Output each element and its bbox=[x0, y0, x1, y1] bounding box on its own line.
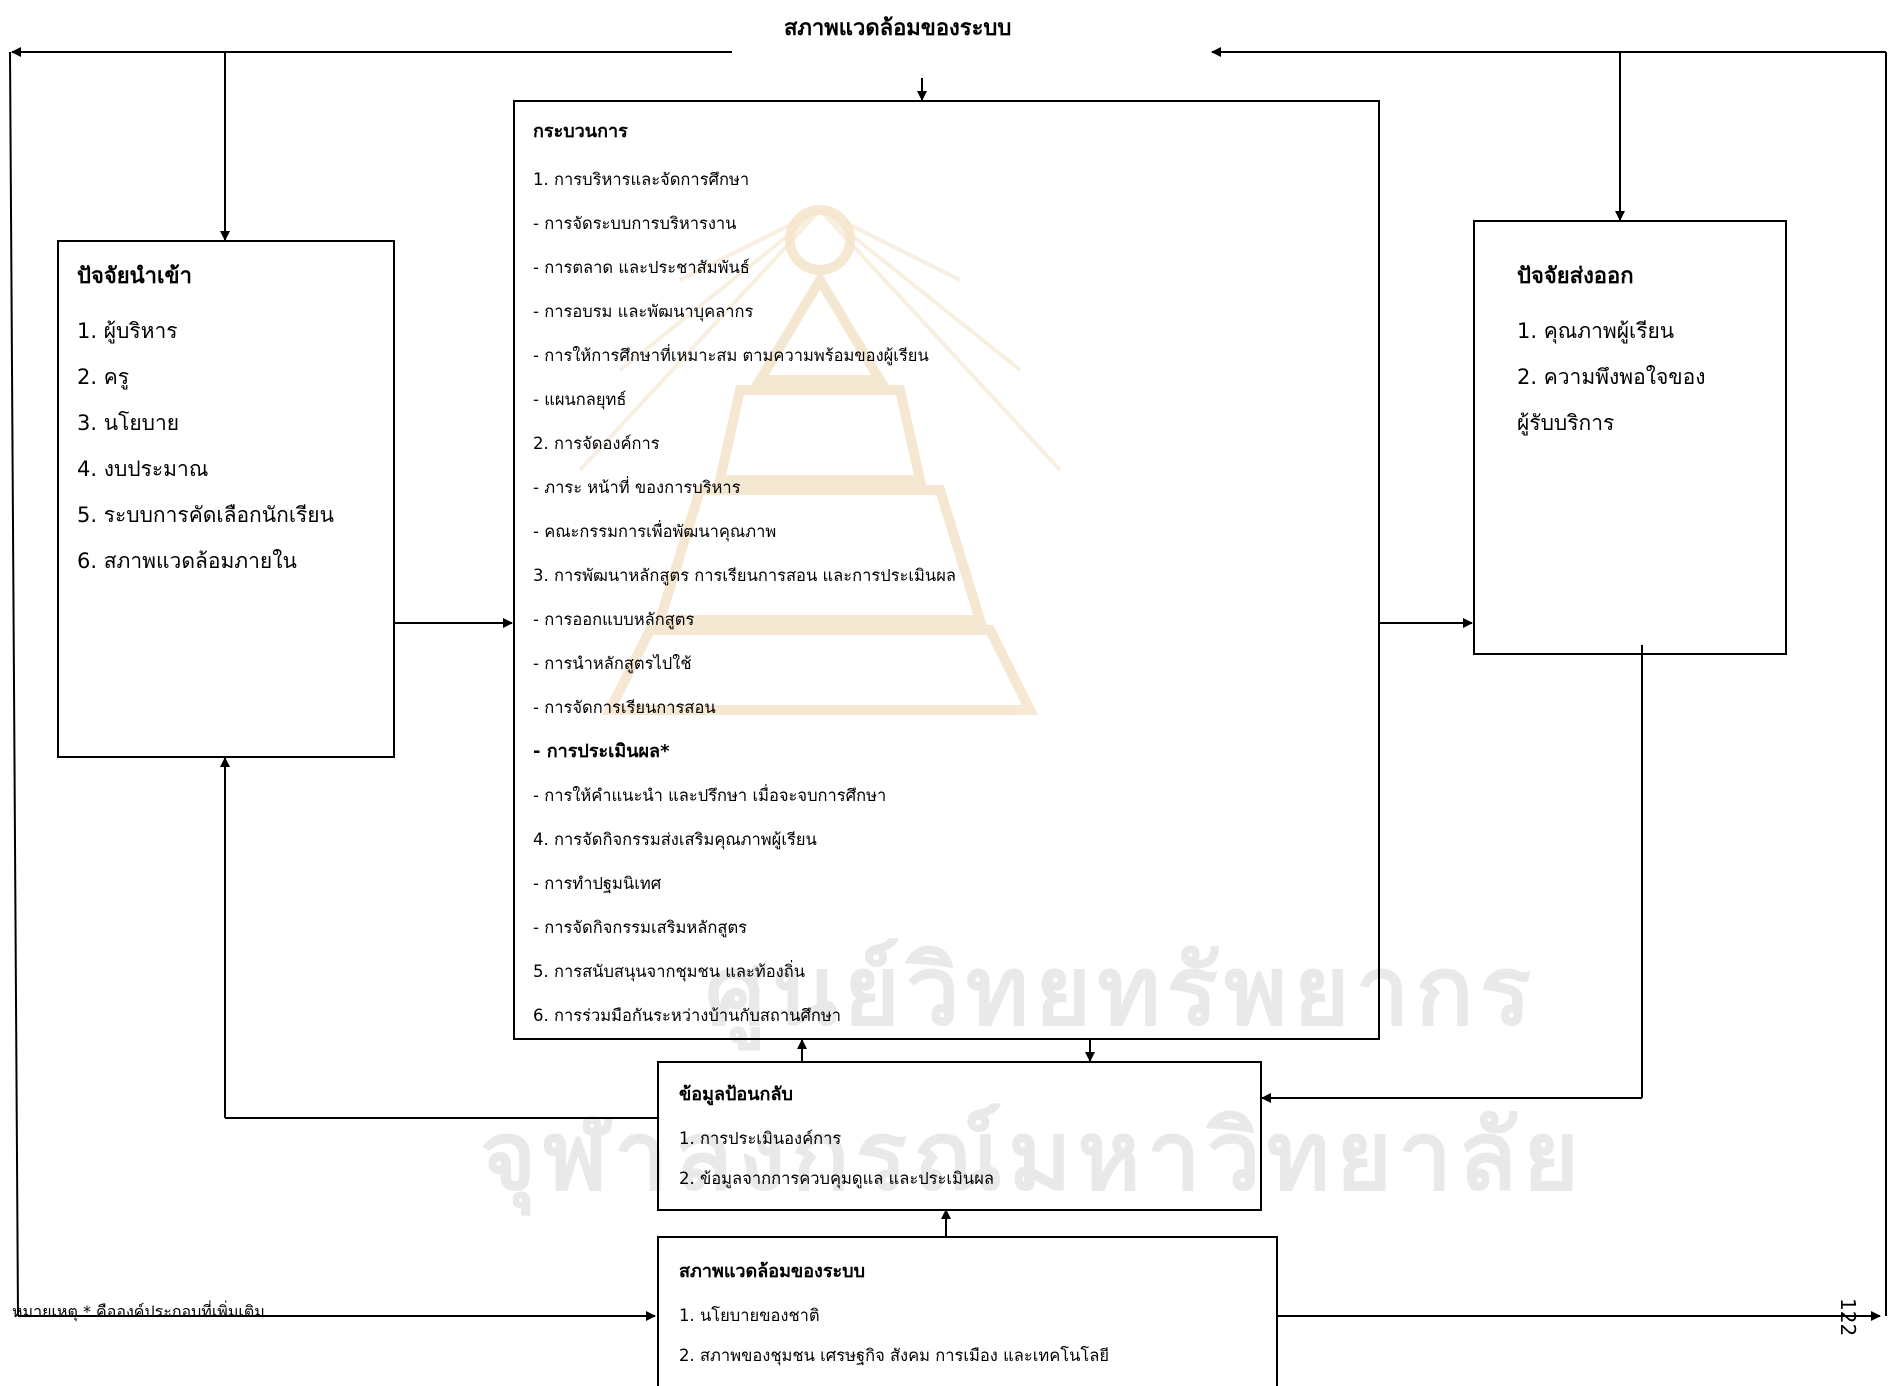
process-line: - การออกแบบหลักสูตร bbox=[533, 610, 695, 629]
process-line: - การอบรม และพัฒนาบุคลากร bbox=[533, 302, 754, 321]
process-line: 2. การจัดองค์การ bbox=[533, 434, 660, 453]
process-line: - การจัดการเรียนการสอน bbox=[533, 698, 716, 717]
input-box: ปัจจัยนำเข้า 1. ผู้บริหาร 2. ครู 3. นโยบ… bbox=[57, 240, 395, 758]
output-item: 1. คุณภาพผู้เรียน bbox=[1517, 319, 1675, 343]
process-line: 5. การสนับสนุนจากชุมชน และท้องถิ่น bbox=[533, 962, 806, 981]
feedback-list: 1. การประเมินองค์การ 2. ข้อมูลจากการควบค… bbox=[679, 1119, 994, 1199]
process-line: - การให้การศึกษาที่เหมาะสม ตามความพร้อมข… bbox=[533, 346, 929, 365]
process-line: - การนำหลักสูตรไปใช้ bbox=[533, 654, 692, 673]
process-line: - การจัดกิจกรรมเสริมหลักสูตร bbox=[533, 918, 748, 937]
input-title: ปัจจัยนำเข้า bbox=[77, 264, 192, 289]
page-number: 122 bbox=[1836, 1298, 1860, 1337]
process-line: 4. การจัดกิจกรรมส่งเสริมคุณภาพผู้เรียน bbox=[533, 830, 817, 849]
output-box: ปัจจัยส่งออก 1. คุณภาพผู้เรียน 2. ความพึ… bbox=[1473, 220, 1787, 655]
environment-bottom-list: 1. นโยบายของชาติ 2. สภาพของชุมชน เศรษฐกิ… bbox=[679, 1296, 1109, 1376]
environment-bottom-box: สภาพแวดล้อมของระบบ 1. นโยบายของชาติ 2. ส… bbox=[657, 1236, 1278, 1386]
input-item: 5. ระบบการคัดเลือกนักเรียน bbox=[77, 503, 334, 527]
environment-bottom-item: 2. สภาพของชุมชน เศรษฐกิจ สังคม การเมือง … bbox=[679, 1346, 1110, 1365]
watermark-line-1: ศูนย์วิทยทรัพยากร bbox=[705, 935, 1538, 1047]
process-list: 1. การบริหารและจัดการศึกษา - การจัดระบบก… bbox=[533, 158, 956, 1038]
process-line: - การให้คำแนะนำ และปรึกษา เมื่อจะจบการศึ… bbox=[533, 786, 887, 805]
process-box: กระบวนการ 1. การบริหารและจัดการศึกษา - ก… bbox=[513, 100, 1380, 1040]
process-line: - การจัดระบบการบริหารงาน bbox=[533, 214, 737, 233]
process-line: - ภาระ หน้าที่ ของการบริหาร bbox=[533, 478, 741, 497]
environment-top-title: สภาพแวดล้อมของระบบ bbox=[784, 16, 1012, 41]
environment-bottom-item: 1. นโยบายของชาติ bbox=[679, 1306, 820, 1325]
output-item: 2. ความพึงพอใจของ bbox=[1517, 365, 1706, 389]
output-title: ปัจจัยส่งออก bbox=[1517, 264, 1634, 289]
watermark-line-2: จุฬาลงกรณ์มหาวิทยาลัย bbox=[480, 1100, 1586, 1212]
process-line: - การตลาด และประชาสัมพันธ์ bbox=[533, 258, 750, 277]
input-item: 4. งบประมาณ bbox=[77, 457, 209, 481]
input-item: 3. นโยบาย bbox=[77, 411, 180, 435]
process-line: - คณะกรรมการเพื่อพัฒนาคุณภาพ bbox=[533, 522, 777, 541]
feedback-item: 1. การประเมินองค์การ bbox=[679, 1129, 842, 1148]
footnote: หมายเหตุ * คือองค์ประกอบที่เพิ่มเติม bbox=[12, 1302, 265, 1321]
process-line: - การทำปฐมนิเทศ bbox=[533, 874, 662, 893]
process-line-evaluation: - การประเมินผล* bbox=[533, 741, 670, 762]
feedback-item: 2. ข้อมูลจากการควบคุมดูแล และประเมินผล bbox=[679, 1169, 994, 1188]
process-line: 3. การพัฒนาหลักสูตร การเรียนการสอน และกา… bbox=[533, 566, 956, 585]
environment-bottom-title: สภาพแวดล้อมของระบบ bbox=[679, 1261, 866, 1282]
process-title: กระบวนการ bbox=[533, 121, 628, 142]
input-item: 6. สภาพแวดล้อมภายใน bbox=[77, 549, 297, 573]
university-seal-watermark bbox=[578, 205, 1062, 715]
input-item: 1. ผู้บริหาร bbox=[77, 319, 178, 343]
process-line: 6. การร่วมมือกันระหว่างบ้านกับสถานศึกษา bbox=[533, 1006, 842, 1025]
feedback-box: ข้อมูลป้อนกลับ 1. การประเมินองค์การ 2. ข… bbox=[657, 1061, 1262, 1211]
output-list: 1. คุณภาพผู้เรียน 2. ความพึงพอใจของ ผู้ร… bbox=[1517, 308, 1706, 446]
output-item: ผู้รับบริการ bbox=[1517, 411, 1615, 435]
process-line: - แผนกลยุทธ์ bbox=[533, 390, 627, 409]
process-line: 1. การบริหารและจัดการศึกษา bbox=[533, 170, 750, 189]
input-item: 2. ครู bbox=[77, 365, 130, 389]
feedback-title: ข้อมูลป้อนกลับ bbox=[679, 1084, 793, 1105]
input-list: 1. ผู้บริหาร 2. ครู 3. นโยบาย 4. งบประมา… bbox=[77, 308, 334, 584]
